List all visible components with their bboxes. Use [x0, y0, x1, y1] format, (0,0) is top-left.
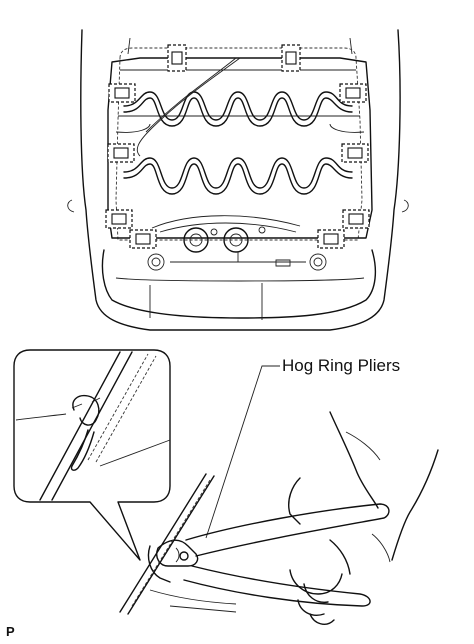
hog-ring-detail: [72, 394, 100, 426]
figure-code: P: [6, 624, 15, 639]
hog-ring-clip-icon: [167, 44, 187, 72]
adjuster-knob-right: [223, 227, 249, 253]
lower-spring: [123, 157, 353, 189]
seat-cushion-assembly: [67, 29, 409, 331]
hog-ring-clip-icon: [281, 44, 301, 72]
label-leader-line: [205, 365, 280, 539]
inset-callout-bubble: [13, 349, 171, 561]
hog-ring-clip-icon: [105, 209, 133, 229]
hog-ring-clip-icon: [317, 229, 345, 249]
seat-frame: [107, 57, 373, 239]
cushion-inner-outline: [101, 249, 377, 319]
seat-frame-dashed: [115, 47, 363, 241]
hog-ring-pliers-label: Hog Ring Pliers: [282, 356, 401, 375]
hog-ring-clip-icon: [108, 83, 136, 103]
hog-ring-clip-icon: [341, 143, 369, 163]
hog-ring-clip-icon: [107, 143, 135, 163]
hand-icon: [288, 411, 439, 625]
adjuster-knob-left: [183, 227, 209, 253]
hog-ring-clip-icon: [339, 83, 367, 103]
hog-ring-clip-icon: [342, 209, 370, 229]
wire-harness: [136, 57, 241, 157]
pliers-icon: [147, 503, 390, 607]
detail-inset: [13, 349, 171, 561]
hog-ring-clip-icon: [129, 229, 157, 249]
upper-spring: [123, 91, 353, 121]
clip-markers: [105, 44, 370, 249]
cushion-outline: [80, 29, 401, 331]
